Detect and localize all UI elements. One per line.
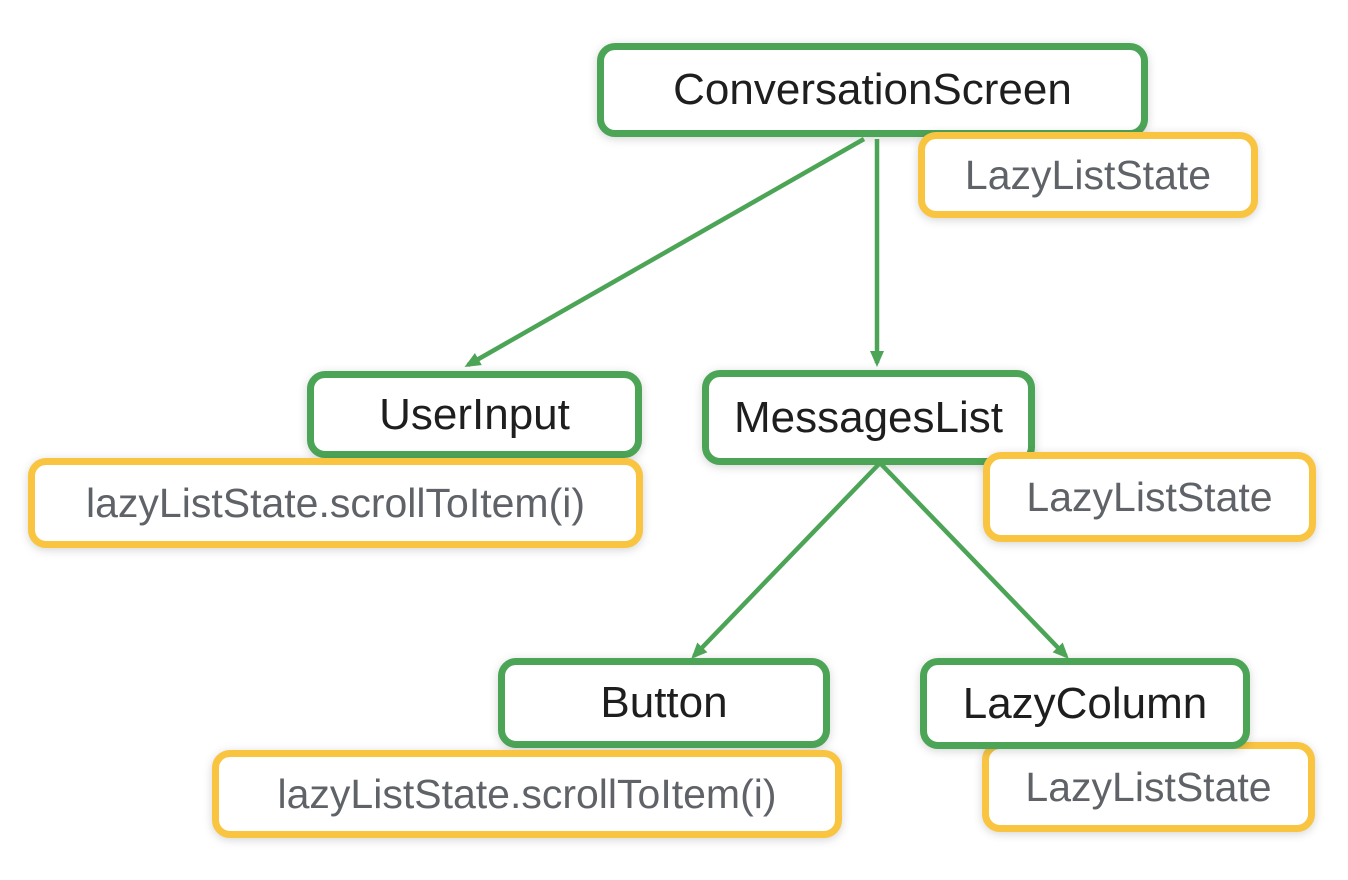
state-badge-user-input-label: lazyListState.scrollToItem(i) — [86, 479, 585, 526]
node-lazy-column-label: LazyColumn — [962, 678, 1208, 728]
node-button-label: Button — [600, 678, 728, 727]
node-conversation-screen-label: ConversationScreen — [673, 65, 1072, 114]
state-badge-user-input: lazyListState.scrollToItem(i) — [28, 458, 643, 548]
node-messages-list-label: MessagesList — [733, 392, 1003, 442]
state-badge-button-label: lazyListState.scrollToItem(i) — [277, 770, 777, 817]
state-badge-lazy-column: LazyListState — [982, 742, 1315, 832]
state-badge-lazy-column-label: LazyListState — [1025, 763, 1272, 810]
node-user-input: UserInput — [307, 371, 642, 458]
state-badge-conversation-screen-label: LazyListState — [964, 151, 1212, 198]
node-lazy-column: LazyColumn — [920, 658, 1250, 749]
edge-messageslist-button — [691, 462, 881, 659]
node-user-input-label: UserInput — [379, 389, 570, 439]
node-conversation-screen: ConversationScreen — [597, 43, 1148, 137]
node-messages-list: MessagesList — [702, 370, 1035, 465]
state-badge-button: lazyListState.scrollToItem(i) — [212, 750, 842, 838]
state-badge-messages-list: LazyListState — [983, 452, 1316, 542]
state-badge-messages-list-label: LazyListState — [1026, 473, 1273, 520]
edge-conversationscreen-userinput — [464, 137, 866, 367]
node-button: Button — [498, 658, 830, 748]
state-badge-conversation-screen: LazyListState — [918, 132, 1258, 218]
